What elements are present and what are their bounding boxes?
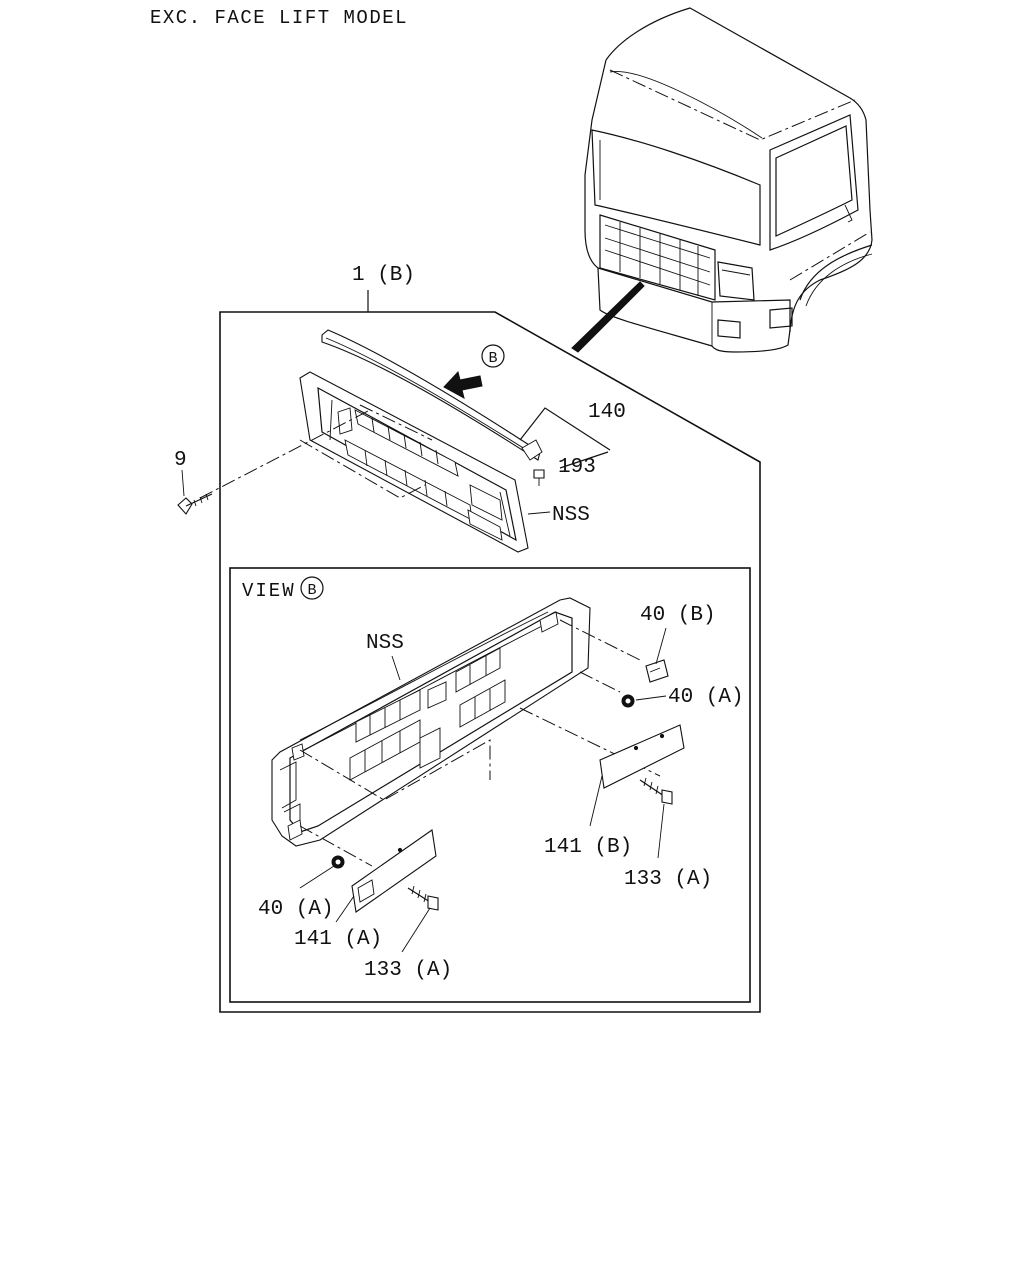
assembly-outline <box>219 311 761 1013</box>
arrow-view-marker: B <box>488 350 497 367</box>
view-b-parts <box>331 659 685 913</box>
radiator-grille-rear-view <box>271 597 661 867</box>
label-part-141a: 141 (A) <box>294 928 382 951</box>
label-part-140: 140 <box>588 401 626 424</box>
label-part-193: 193 <box>558 456 596 479</box>
label-assembly: 1 (B) <box>352 264 415 287</box>
label-part-40a-right: 40 (A) <box>668 686 744 709</box>
label-part-40a-left: 40 (A) <box>258 898 334 921</box>
label-part-133a-left: 133 (A) <box>364 959 452 982</box>
label-part-133a-right: 133 (A) <box>624 868 712 891</box>
label-part-141b: 141 (B) <box>544 836 632 859</box>
view-title: VIEW <box>242 580 296 602</box>
label-part-40b: 40 (B) <box>640 604 716 627</box>
view-b-inset <box>229 567 751 1003</box>
label-nss-view: NSS <box>366 632 404 655</box>
truck-cab-illustration <box>571 7 873 353</box>
radiator-grille-top <box>177 329 611 553</box>
diagram-title: EXC. FACE LIFT MODEL <box>150 7 408 29</box>
label-part-9: 9 <box>174 449 187 472</box>
view-marker: B <box>307 582 316 599</box>
label-nss-top: NSS <box>552 504 590 527</box>
